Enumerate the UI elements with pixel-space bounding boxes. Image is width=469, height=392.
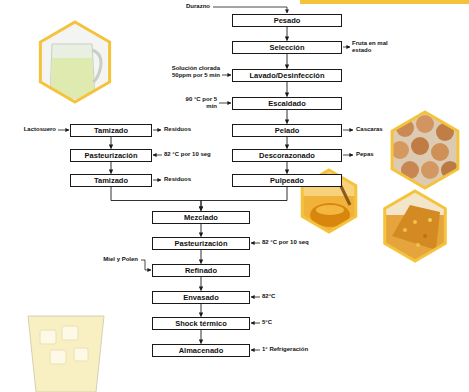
flow-arrow [201,330,202,344]
top-band [300,0,469,4]
process-box: Pulpeado [232,174,342,187]
annotation-text: Solución clorada 50ppm por 5 min [164,65,220,79]
process-label: Shock térmico [175,319,227,328]
annotation-text: Residuos [164,176,208,183]
process-box: Descorazonado [232,149,342,162]
annotation-text: Residuos [164,126,208,133]
annotation-text: 90 °C por 5 min [183,96,217,110]
process-box: Lavado/Desinfección [232,69,342,82]
pollen-picture [383,190,448,261]
process-label: Tamizado [94,126,128,135]
leader-line [213,7,287,13]
flow-arrow [111,187,201,211]
annotation-text: 82 °C por 10 seq [262,239,338,246]
process-label: Descorazonado [259,151,315,160]
process-label: Pasteurización [175,239,228,248]
leader-line [343,130,353,131]
leader-line [141,260,151,270]
glass-picture [28,316,104,392]
process-box: Tamizado [70,124,152,137]
process-label: Escaldado [268,99,306,108]
process-label: Refinado [185,266,217,275]
flow-arrow [201,187,287,211]
process-label: Pasteurización [85,151,138,160]
annotation-text: 82°C [262,293,302,300]
flow-arrow [111,137,112,149]
flow-arrow [111,162,112,174]
leader-line [251,243,260,244]
process-box: Escaldado [232,97,342,110]
process-label: Almacenado [179,346,224,355]
process-box: Tamizado [70,174,152,187]
process-box: Pesado [232,14,342,27]
process-box: Mezclado [152,211,250,224]
process-box: Almacenado [152,344,250,357]
process-box: Pasteurización [152,237,250,250]
flow-arrow [287,82,288,97]
peach-picture [391,112,459,188]
leader-line [251,350,260,351]
leader-line [153,130,161,131]
flow-arrow [201,304,202,317]
annotation-text: 1° Refrigeración [262,346,332,353]
flow-arrow [287,110,288,124]
leader-line [251,297,260,298]
leader-line [343,47,350,48]
process-box: Envasado [152,291,250,304]
leader-line [153,180,161,181]
leader-line [251,323,260,324]
flow-arrow [287,27,288,41]
process-label: Lavado/Desinfección [249,71,324,80]
leader-line [58,130,69,131]
process-label: Selección [269,43,304,52]
process-label: Pelado [275,126,300,135]
process-label: Pesado [274,16,301,25]
leader-line [153,155,162,156]
jug-picture [40,22,109,102]
annotation-text: 5°C [262,319,302,326]
leader-line [222,75,231,76]
annotation-text: Cascaras [356,126,400,133]
flow-arrow [287,54,288,69]
annotation-text: Fruta en mal estado [352,40,398,54]
annotation-text: 82 °C por 10 seg [164,151,228,158]
process-label: Envasado [183,293,218,302]
process-label: Tamizado [94,176,128,185]
flow-arrow [201,224,202,237]
flow-arrow [201,250,202,264]
process-box: Refinado [152,264,250,277]
annotation-text: Pepas [356,151,396,158]
flow-arrow [201,277,202,291]
process-label: Pulpeado [270,176,304,185]
process-box: Shock térmico [152,317,250,330]
process-label: Mezclado [184,213,218,222]
leader-line [219,103,231,104]
annotation-text: Lactosuero [12,126,56,133]
process-box: Pelado [232,124,342,137]
annotation-text: Miel y Polen [92,256,138,263]
flow-arrow [287,137,288,149]
process-box: Selección [232,41,342,54]
leader-line [343,155,353,156]
leader-lines [58,7,353,350]
annotation-text: Durazno [166,3,210,10]
process-box: Pasteurización [70,149,152,162]
flow-arrow [287,162,288,174]
